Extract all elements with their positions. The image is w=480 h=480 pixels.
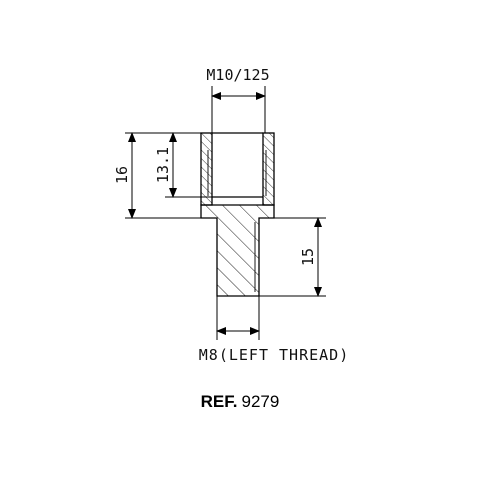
dimension-socket-depth [165,132,212,198]
dimension-top-thread [211,86,266,133]
dimension-overall-height [125,132,201,219]
lower-stem-body [200,204,275,297]
upper-socket-body [200,132,275,206]
dimension-lower-length [259,217,326,297]
reference-number: 9279 [241,392,280,411]
dimension-lower-length-label: 15 [299,248,317,266]
dimension-top-thread-label: M10/125 [206,66,269,84]
dimension-socket-depth-label: 13.1 [154,147,172,183]
dimension-bottom-thread-label: M8(LEFT THREAD) [199,346,349,364]
reference-label: REF. [200,392,238,411]
reference-line: REF.9279 [0,392,480,412]
dimension-bottom-thread [216,296,260,340]
dimension-overall-height-label: 16 [113,166,131,184]
